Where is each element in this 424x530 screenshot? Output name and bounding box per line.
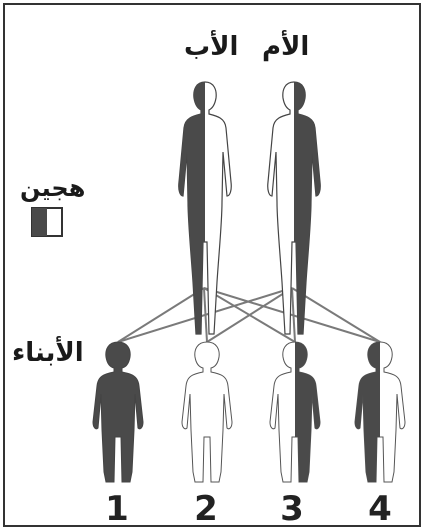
child-2-figure — [182, 342, 232, 482]
child-1-figure — [93, 342, 143, 482]
hybrid-label: هجين — [20, 176, 85, 200]
cross-line — [118, 288, 204, 342]
cross-line — [207, 288, 292, 342]
child-2-number: 2 — [191, 492, 221, 526]
mother-label: الأم — [262, 34, 309, 60]
mother-figure — [268, 82, 321, 334]
child-4-figure — [355, 342, 405, 482]
child-3-figure — [270, 342, 320, 482]
cross-lines — [118, 288, 380, 342]
child-1-number: 1 — [102, 492, 132, 526]
child-4-number: 4 — [365, 492, 395, 526]
hybrid-legend-box — [32, 208, 62, 236]
child-3-number: 3 — [277, 492, 307, 526]
father-label: الأب — [184, 34, 238, 60]
children-label: الأبناء — [12, 340, 84, 366]
